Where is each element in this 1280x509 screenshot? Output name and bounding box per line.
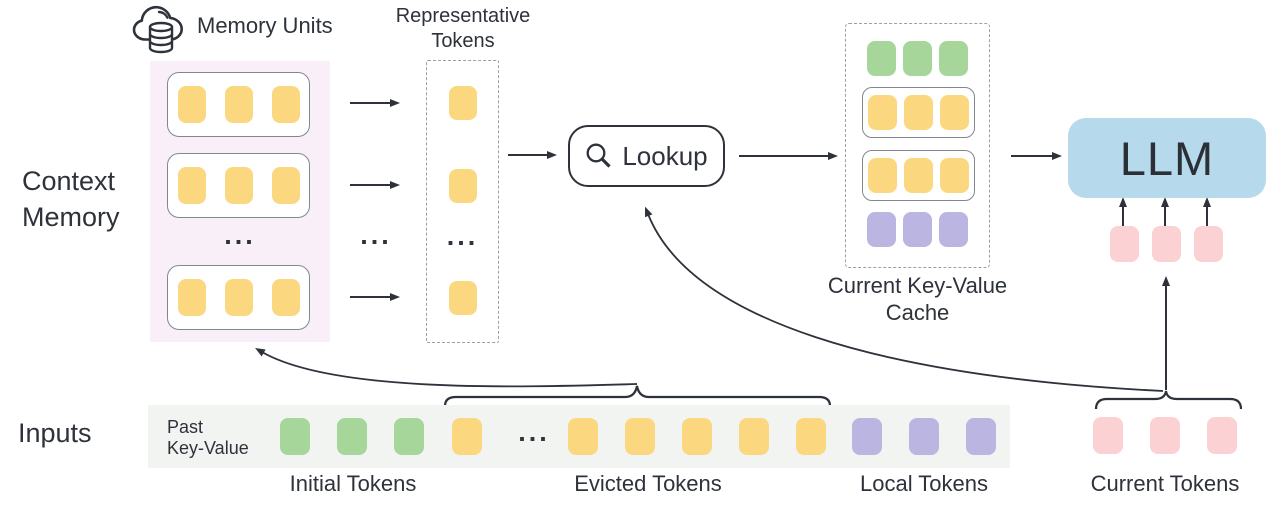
past-kv-label-line2: Key-Value	[167, 438, 249, 458]
current-kv-cache-label-line2: Cache	[885, 300, 950, 325]
yellow-token	[568, 418, 598, 455]
green-token	[337, 418, 367, 455]
llm-box: LLM	[1068, 118, 1266, 198]
current-tokens-label: Current Tokens	[1090, 471, 1240, 496]
past-kv-strip: Past Key-Value ...	[148, 405, 1010, 468]
yellow-token	[625, 418, 655, 455]
mid-ellipsis: ...	[360, 220, 392, 250]
pink-token	[1152, 226, 1181, 262]
llm-label: LLM	[1119, 131, 1215, 185]
current-kv-cache-label: Current Key-Value Cache	[820, 272, 1015, 326]
purple-token	[867, 212, 896, 247]
representative-ellipsis: ...	[446, 221, 479, 251]
initial-tokens-group	[280, 418, 424, 455]
pink-token	[1093, 417, 1123, 454]
pink-token	[1194, 226, 1223, 262]
yellow-token	[940, 95, 969, 130]
yellow-token	[682, 418, 712, 455]
initial-tokens-label: Initial Tokens	[289, 471, 417, 496]
representative-tokens-box: ...	[426, 60, 499, 343]
purple-token	[903, 212, 932, 247]
pink-token	[1110, 226, 1139, 262]
local-tokens-group	[852, 418, 996, 455]
yellow-token	[448, 169, 477, 203]
cache-memory-unit-row	[862, 150, 975, 201]
brace-evicted-tokens	[443, 385, 832, 407]
representative-token-slot	[427, 281, 498, 315]
search-icon	[586, 143, 611, 168]
green-token	[903, 41, 932, 76]
memory-unit-row	[167, 153, 310, 218]
past-kv-label: Past Key-Value	[167, 417, 249, 459]
representative-tokens-label-line2: Tokens	[431, 30, 495, 52]
yellow-token	[904, 158, 933, 193]
yellow-token	[796, 418, 826, 455]
yellow-token	[224, 167, 253, 204]
lookup-button: Lookup	[568, 125, 725, 187]
yellow-token	[452, 418, 482, 455]
strip-ellipsis: ...	[518, 417, 550, 447]
yellow-token	[177, 167, 206, 204]
yellow-token	[177, 279, 206, 316]
representative-token-slot	[427, 169, 498, 203]
cloud-database-icon	[132, 5, 183, 54]
yellow-token	[271, 279, 300, 316]
green-token	[280, 418, 310, 455]
pre-evicted-token	[452, 418, 482, 455]
past-kv-label-line1: Past	[167, 417, 204, 437]
context-memory-label-line1: Context	[22, 166, 116, 196]
pink-token	[1150, 417, 1180, 454]
llm-input-tokens	[1110, 226, 1223, 262]
yellow-token	[271, 86, 300, 123]
purple-token	[966, 418, 996, 455]
green-token	[867, 41, 896, 76]
lookup-button-label: Lookup	[622, 140, 708, 171]
representative-tokens-label: Representative Tokens	[383, 4, 543, 54]
context-memory-label-line2: Memory	[22, 202, 120, 232]
local-tokens-label: Local Tokens	[859, 471, 988, 496]
inputs-label: Inputs	[18, 418, 92, 448]
yellow-token	[271, 167, 300, 204]
memory-unit-row	[167, 265, 310, 330]
yellow-token	[868, 95, 897, 130]
purple-token	[909, 418, 939, 455]
cache-local-row	[846, 212, 989, 247]
purple-token	[852, 418, 882, 455]
purple-token	[939, 212, 968, 247]
yellow-token	[177, 86, 206, 123]
curve-evicted-to-memory	[255, 348, 638, 388]
yellow-token	[448, 86, 477, 120]
cache-memory-unit-row	[862, 87, 975, 138]
current-kv-cache-label-line1: Current Key-Value	[827, 273, 1008, 298]
memory-ellipsis: ...	[224, 220, 256, 250]
yellow-token	[224, 279, 253, 316]
context-memory-box: ...	[150, 61, 330, 342]
yellow-token	[448, 281, 477, 315]
cache-initial-row	[846, 41, 989, 76]
yellow-token	[224, 86, 253, 123]
memory-units-label: Memory Units	[197, 13, 333, 38]
evicted-tokens-group	[568, 418, 826, 455]
evicted-tokens-label: Evicted Tokens	[574, 471, 722, 496]
brace-current-tokens	[1094, 390, 1243, 410]
green-token	[939, 41, 968, 76]
green-token	[394, 418, 424, 455]
yellow-token	[739, 418, 769, 455]
memory-unit-row	[167, 72, 310, 137]
current-kv-cache-box	[845, 23, 990, 268]
pink-token	[1207, 417, 1237, 454]
representative-tokens-label-line1: Representative	[395, 5, 531, 27]
current-tokens-group	[1093, 417, 1237, 454]
context-memory-label: Context Memory	[22, 163, 120, 235]
representative-token-slot	[427, 86, 498, 120]
yellow-token	[868, 158, 897, 193]
yellow-token	[904, 95, 933, 130]
yellow-token	[940, 158, 969, 193]
